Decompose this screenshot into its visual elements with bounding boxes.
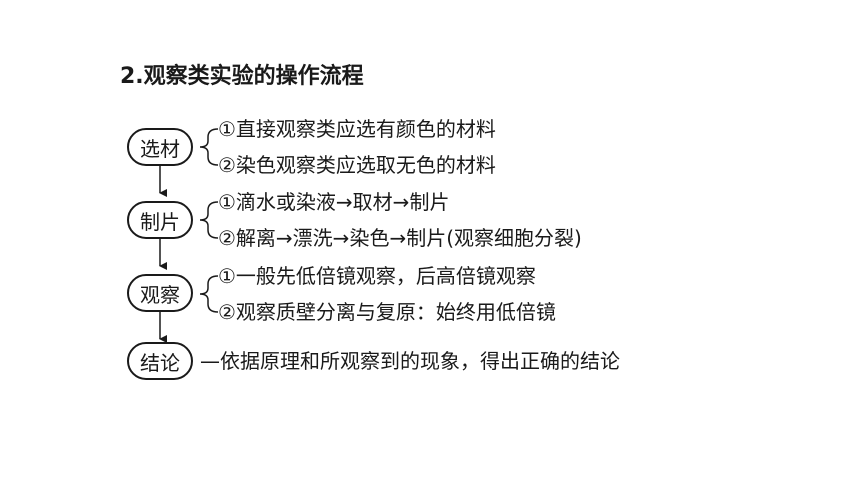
step-item-prepare-1: ①滴水或染液→取材→制片 [218, 190, 450, 214]
step-item-observe-2: ②观察质壁分离与复原：始终用低倍镜 [218, 300, 556, 324]
step-conclusion-text: —依据原理和所观察到的现象，得出正确的结论 [200, 349, 620, 373]
step-item-observe-1: ①一般先低倍镜观察，后高倍镜观察 [218, 264, 536, 288]
diagram-title: 2.观察类实验的操作流程 [120, 64, 364, 89]
step-item-prepare-2: ②解离→漂洗→染色→制片(观察细胞分裂) [218, 226, 582, 250]
step-node-prepare-slide: 制片 [127, 201, 193, 239]
brace-select [199, 128, 219, 166]
conclusion-description: 依据原理和所观察到的现象，得出正确的结论 [220, 349, 620, 373]
step-item-select-1: ①直接观察类应选有颜色的材料 [218, 117, 496, 141]
step-node-conclude: 结论 [127, 342, 193, 380]
step-item-select-2: ②染色观察类应选取无色的材料 [218, 153, 496, 177]
step-node-observe: 观察 [127, 274, 193, 312]
step-node-select-material: 选材 [127, 128, 193, 166]
conclusion-dash: — [200, 349, 220, 373]
brace-prepare [199, 201, 219, 239]
brace-observe [199, 275, 219, 313]
